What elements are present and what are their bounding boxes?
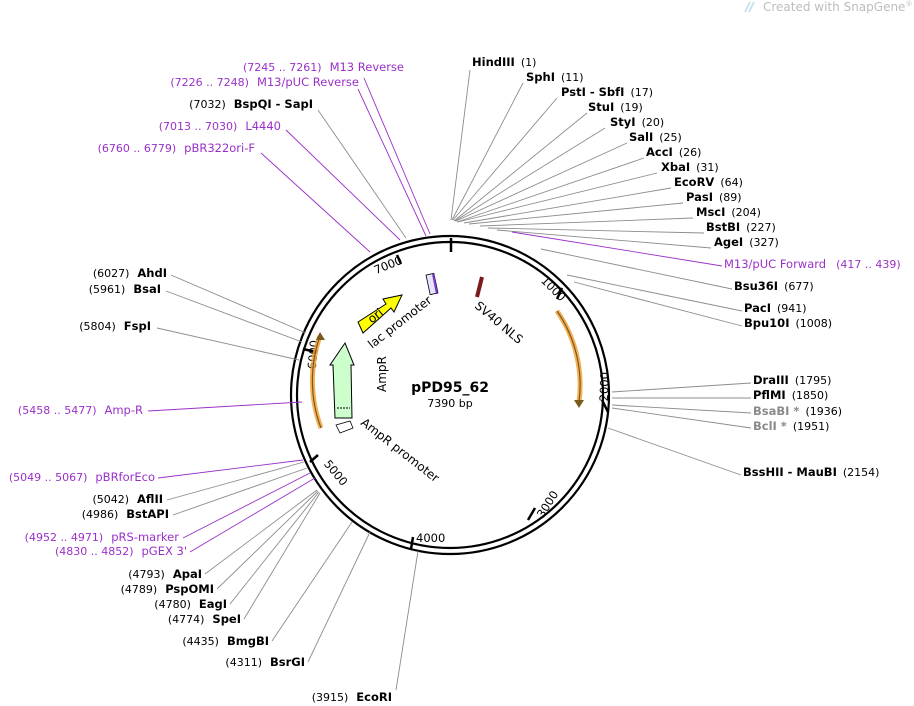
primer-pgex-3: (4830 .. 4852)pGEX 3' (55, 544, 187, 558)
site-bspqi: (7032)BspQI - SapI (189, 97, 313, 111)
site-bstapi: (4986)BstAPI (82, 507, 169, 521)
site-sali: SalI(25) (629, 130, 682, 144)
site-ecori: (3915)EcoRI (312, 690, 392, 704)
primer-pbrforeco: (5049 .. 5067)pBRforEco (9, 470, 155, 484)
ampr-promoter-label: AmpR promoter (358, 415, 442, 485)
sv40-nls-feature: SV40 NLS (472, 276, 526, 347)
tick-5000 (309, 454, 319, 463)
ampr-label: AmpR (375, 356, 389, 392)
site-bmgbi: (4435)BmgBI (182, 634, 269, 648)
site-eagi: (4780)EagI (154, 597, 227, 611)
site-msci: MscI(204) (696, 205, 761, 219)
feature-arrows-outer (309, 309, 584, 429)
position-ticks (302, 238, 610, 550)
primer-m13-reverse: (7245 .. 7261)M13 Reverse (243, 60, 404, 74)
ampr-feature: AmpR AmpR promoter (329, 341, 442, 485)
site-draiii: DraIII(1795) (753, 373, 831, 387)
primer-m13-puc-forward: M13/pUC Forward(417 .. 439) (724, 257, 901, 271)
site-spei: (4774)SpeI (168, 612, 241, 626)
site-sphi: SphI(11) (526, 70, 584, 84)
plasmid-size: 7390 bp (427, 397, 472, 410)
tick-1000 (555, 287, 564, 300)
site-hindiii: HindIII(1) (472, 55, 536, 69)
site-bstbi: BstBI(227) (706, 220, 776, 234)
site-acci: AccI(26) (646, 145, 701, 159)
site-ahdi: (6027)AhdI (93, 266, 167, 280)
snapgene-logo-icon (744, 1, 755, 13)
tick-label-1000: 1000 (538, 273, 569, 304)
watermark-text: Created with SnapGene® (763, 0, 912, 14)
site-fspi: (5804)FspI (79, 319, 151, 333)
tick-label-4000: 4000 (416, 531, 445, 545)
site-styi: StyI(20) (610, 115, 664, 129)
tick-3000 (526, 507, 537, 521)
tick-label-2000: 2000 (597, 372, 612, 402)
site-xbai: XbaI(31) (661, 160, 719, 174)
primer-prs-marker: (4952 .. 4971)pRS-marker (25, 530, 180, 544)
primer-pbr322ori-f: (6760 .. 6779)pBR322ori-F (98, 141, 255, 155)
sv40-nls-label: SV40 NLS (472, 299, 526, 347)
site-psti: PstI - SbfI(17) (561, 85, 653, 99)
site-pspomi: (4789)PspOMI (121, 582, 214, 596)
site-bcli: BclI *(1951) (753, 419, 829, 433)
tick-4000 (409, 536, 415, 550)
tick-7000 (395, 254, 403, 265)
site-aflii: (5042)AflII (92, 492, 163, 506)
site-bsai: (5961)BsaI (89, 282, 161, 296)
primer-amp-r: (5458 .. 5477)Amp-R (18, 403, 143, 417)
site-bsshii: BssHII - MauBI(2154) (743, 465, 879, 479)
site-bsu36i: Bsu36I(677) (734, 279, 814, 293)
site-pflmi: PflMI(1850) (753, 388, 828, 402)
enzyme-labels-right: HindIII(1) SphI(11) PstI - SbfI(17) StuI… (472, 55, 901, 479)
primer-l4440: (7013 .. 7030)L4440 (159, 119, 281, 133)
plasmid-name: pPD95_62 (411, 380, 489, 396)
watermark: Created with SnapGene® (744, 0, 912, 14)
site-pasi: PasI(89) (686, 190, 742, 204)
site-bpu10i: Bpu10I(1008) (744, 316, 832, 330)
site-apai: (4793)ApaI (128, 567, 202, 581)
tick-2000 (600, 399, 610, 413)
site-bsabi: BsaBI *(1936) (753, 404, 842, 418)
site-bsrgi: (4311)BsrGI (225, 655, 305, 669)
site-agei: AgeI(327) (714, 235, 779, 249)
tick-label-7000: 7000 (372, 253, 404, 277)
site-stui: StuI(19) (588, 100, 643, 114)
left-leaders (147, 77, 431, 691)
right-leaders (450, 69, 752, 476)
enzyme-labels-left: (7245 .. 7261)M13 Reverse (7226 .. 7248)… (9, 60, 404, 704)
site-paci: PacI(941) (744, 301, 807, 315)
site-ecorv: EcoRV(64) (674, 175, 743, 189)
primer-m13-puc-reverse: (7226 .. 7248)M13/pUC Reverse (170, 75, 359, 89)
